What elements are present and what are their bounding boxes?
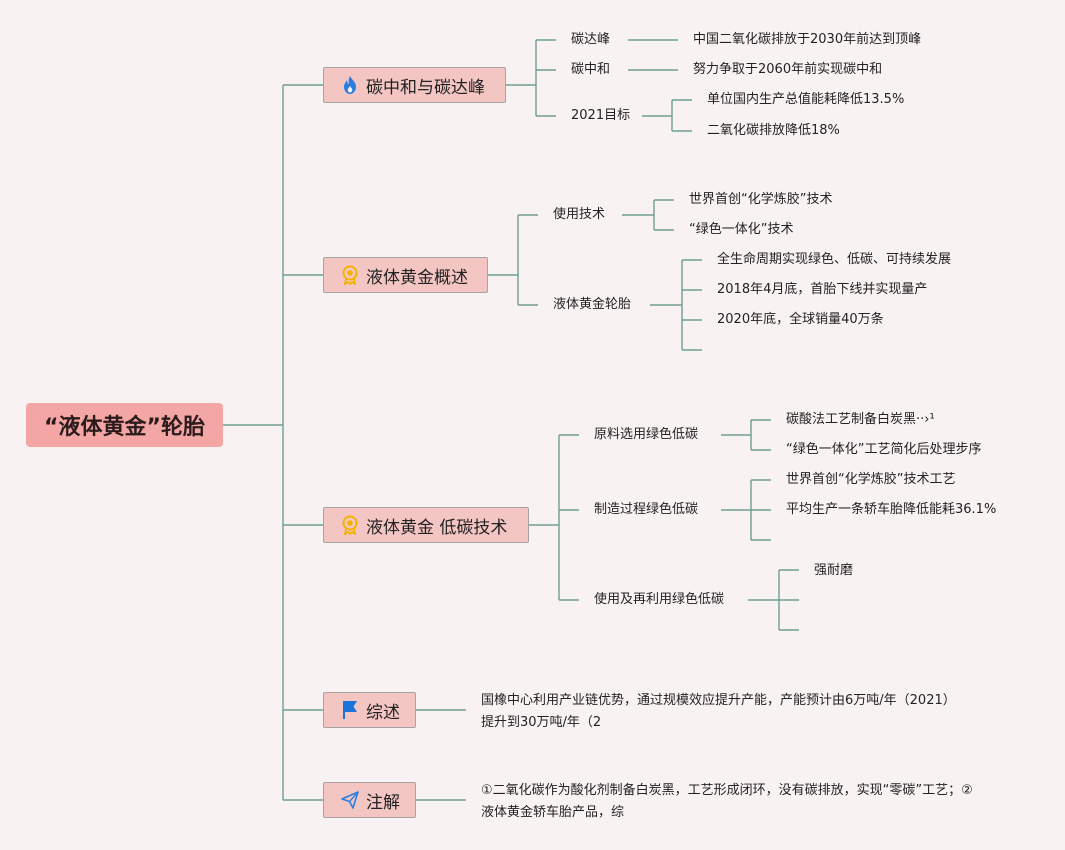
paper-plane-icon (340, 790, 360, 810)
medal-icon (340, 265, 360, 285)
branch-low-carbon-tech[interactable]: 液体黄金 低碳技术 (323, 507, 529, 543)
leaf-detail[interactable]: 平均生产一条轿车胎降低能耗36.1% (786, 502, 997, 517)
leaf-label[interactable]: 使用技术 (553, 207, 606, 222)
leaf-detail[interactable]: 世界首创“化学炼胶”技术工艺 (786, 472, 956, 487)
leaf-detail[interactable]: 世界首创“化学炼胶”技术 (689, 192, 833, 207)
branch-title: 液体黄金概述 (366, 267, 468, 288)
leaf-detail[interactable]: “绿色一体化”技术 (689, 222, 794, 237)
leaf-label[interactable]: 碳中和 (571, 62, 611, 77)
branch-overview[interactable]: 液体黄金概述 (323, 257, 488, 293)
leaf-detail[interactable]: 2020年底，全球销量40万条 (717, 312, 884, 327)
branch-carbon-peak[interactable]: 碳中和与碳达峰 (323, 67, 506, 103)
leaf-detail[interactable]: 单位国内生产总值能耗降低13.5% (707, 92, 905, 107)
leaf-label[interactable]: 2021目标 (571, 108, 631, 123)
branch-summary[interactable]: 综述 (323, 692, 416, 728)
leaf-label[interactable]: 原料选用绿色低碳 (594, 427, 699, 442)
leaf-label[interactable]: 液体黄金轮胎 (553, 297, 632, 312)
leaf-detail[interactable]: 全生命周期实现绿色、低碳、可持续发展 (717, 252, 952, 267)
leaf-detail[interactable]: 碳酸法工艺制备白炭黑··›¹ (786, 412, 935, 427)
leaf-detail[interactable]: 二氧化碳排放降低18% (707, 123, 840, 138)
leaf-label[interactable]: 碳达峰 (571, 32, 611, 47)
branch-title: 综述 (366, 702, 400, 723)
flag-icon (340, 700, 360, 720)
notes-text[interactable]: ①二氧化碳作为酸化剂制备白炭黑，工艺形成闭环，没有碳排放，实现“零碳”工艺；②液… (481, 783, 973, 820)
branch-title: 液体黄金 低碳技术 (366, 517, 508, 538)
root-topic[interactable]: “液体黄金”轮胎 (26, 403, 223, 447)
branch-notes[interactable]: 注解 (323, 782, 416, 818)
flame-icon (340, 75, 360, 95)
medal-icon (340, 515, 360, 535)
leaf-detail[interactable]: 强耐磨 (814, 563, 854, 578)
summary-text[interactable]: 国橡中心利用产业链优势，通过规模效应提升产能，产能预计由6万吨/年（2021）提… (481, 693, 950, 730)
leaf-label[interactable]: 使用及再利用绿色低碳 (594, 592, 725, 607)
leaf-detail[interactable]: “绿色一体化”工艺简化后处理步序 (786, 442, 982, 457)
leaf-detail[interactable]: 努力争取于2060年前实现碳中和 (693, 62, 883, 77)
branch-title: 碳中和与碳达峰 (366, 77, 485, 98)
branch-title: 注解 (366, 792, 400, 813)
leaf-label[interactable]: 制造过程绿色低碳 (594, 502, 699, 517)
leaf-detail[interactable]: 2018年4月底，首胎下线并实现量产 (717, 282, 928, 297)
leaf-detail[interactable]: 中国二氧化碳排放于2030年前达到顶峰 (693, 32, 922, 47)
